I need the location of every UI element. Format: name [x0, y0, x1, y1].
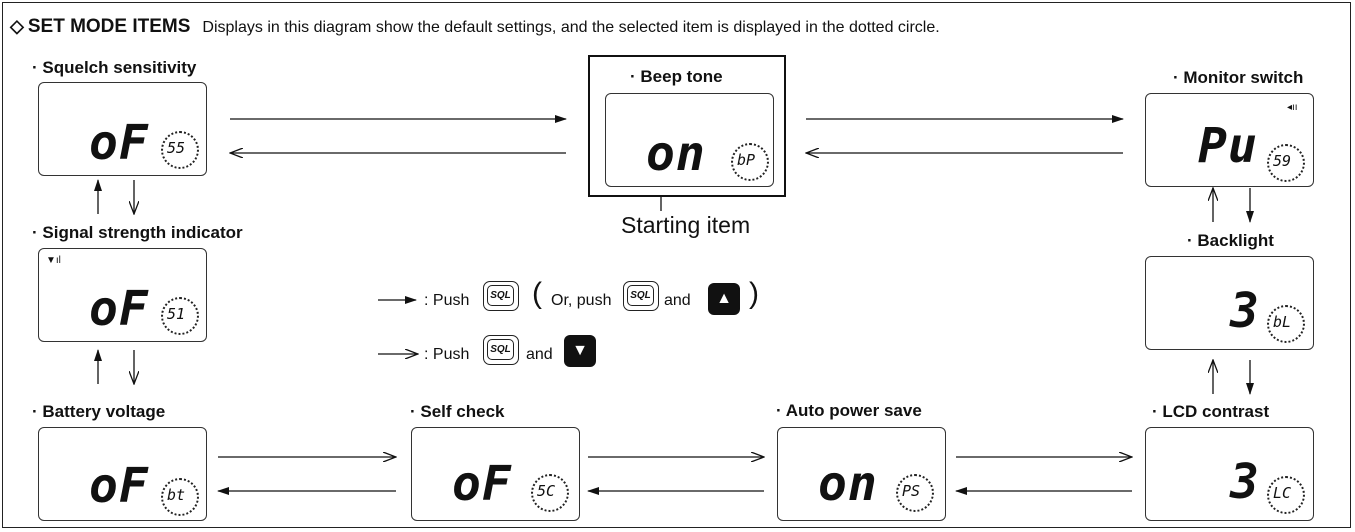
backlight-code-circle — [1267, 305, 1305, 343]
signal-label: Signal strength indicator — [32, 223, 242, 243]
sql-key-label: SQL — [487, 285, 514, 306]
backlight-code: bL — [1273, 313, 1292, 331]
battery-label: Battery voltage — [32, 402, 165, 422]
legend-open-paren: ( — [532, 277, 542, 310]
sql-key-label: SQL — [627, 285, 654, 306]
legend-close-paren: ) — [749, 277, 759, 310]
lcd-contrast-label: LCD contrast — [1152, 402, 1269, 422]
section-subtitle: Displays in this diagram show the defaul… — [202, 19, 940, 36]
autopower-label: Auto power save — [776, 401, 922, 421]
autopower-display: on PS — [777, 427, 946, 521]
signal-value: oF — [89, 281, 149, 337]
sql-key-icon: SQL — [483, 281, 519, 311]
monitor-display: ◂ıı Pu 59 — [1145, 93, 1314, 187]
signal-strength-icon: ▼ıl — [46, 255, 61, 266]
backlight-label: Backlight — [1187, 231, 1274, 251]
signal-display: ▼ıl oF 51 — [38, 248, 207, 342]
lcd-contrast-code: LC — [1273, 484, 1292, 502]
starting-item-box — [588, 55, 786, 197]
lcd-contrast-value: 3 — [1230, 454, 1260, 510]
selfcheck-code: 5C — [537, 482, 556, 500]
legend-or-push: Or, push — [551, 292, 612, 309]
sql-key-icon: SQL — [483, 335, 519, 365]
backlight-value: 3 — [1230, 283, 1260, 339]
monitor-code: 59 — [1273, 152, 1292, 170]
beep-code: bP — [737, 151, 756, 169]
squelch-value: oF — [89, 115, 149, 171]
beep-value: on — [646, 126, 706, 182]
legend-push-label-1: : Push — [424, 292, 470, 309]
legend-and-2: and — [526, 346, 553, 363]
autopower-value: on — [818, 456, 878, 512]
diamond-icon: ◇ — [10, 16, 24, 36]
selfcheck-display: oF 5C — [411, 427, 580, 521]
battery-code: bt — [167, 486, 186, 504]
up-key-icon: ▲ — [708, 283, 740, 315]
squelch-code-circle — [161, 131, 199, 169]
squelch-display: oF 55 — [38, 82, 207, 176]
monitor-icon: ◂ıı — [1287, 102, 1298, 113]
lcd-contrast-display: 3 LC — [1145, 427, 1314, 521]
beep-code-circle — [731, 143, 769, 181]
squelch-label: Squelch sensitivity — [32, 58, 196, 78]
selfcheck-code-circle — [531, 474, 569, 512]
squelch-code: 55 — [167, 139, 186, 157]
lcd-contrast-code-circle — [1267, 476, 1305, 514]
battery-code-circle — [161, 478, 199, 516]
section-title: SET MODE ITEMS — [27, 16, 191, 37]
starting-item-label: Starting item — [621, 212, 751, 238]
sql-key-icon: SQL — [623, 281, 659, 311]
signal-code-circle — [161, 297, 199, 335]
legend-and-1: and — [664, 292, 691, 309]
battery-display: oF bt — [38, 427, 207, 521]
legend-push-label-2: : Push — [424, 346, 470, 363]
section-heading: ◇SET MODE ITEMS Displays in this diagram … — [10, 16, 940, 38]
beep-label: Beep tone — [630, 67, 722, 87]
selfcheck-label: Self check — [410, 402, 504, 422]
monitor-label: Monitor switch — [1173, 68, 1303, 88]
down-key-icon: ▼ — [564, 335, 596, 367]
beep-display: on bP — [605, 93, 774, 187]
monitor-value: Pu — [1198, 118, 1258, 174]
signal-code: 51 — [167, 305, 186, 323]
monitor-code-circle — [1267, 144, 1305, 182]
sql-key-label: SQL — [487, 339, 514, 360]
autopower-code: PS — [902, 482, 921, 500]
battery-value: oF — [89, 458, 149, 514]
backlight-display: 3 bL — [1145, 256, 1314, 350]
selfcheck-value: oF — [452, 456, 512, 512]
autopower-code-circle — [896, 474, 934, 512]
